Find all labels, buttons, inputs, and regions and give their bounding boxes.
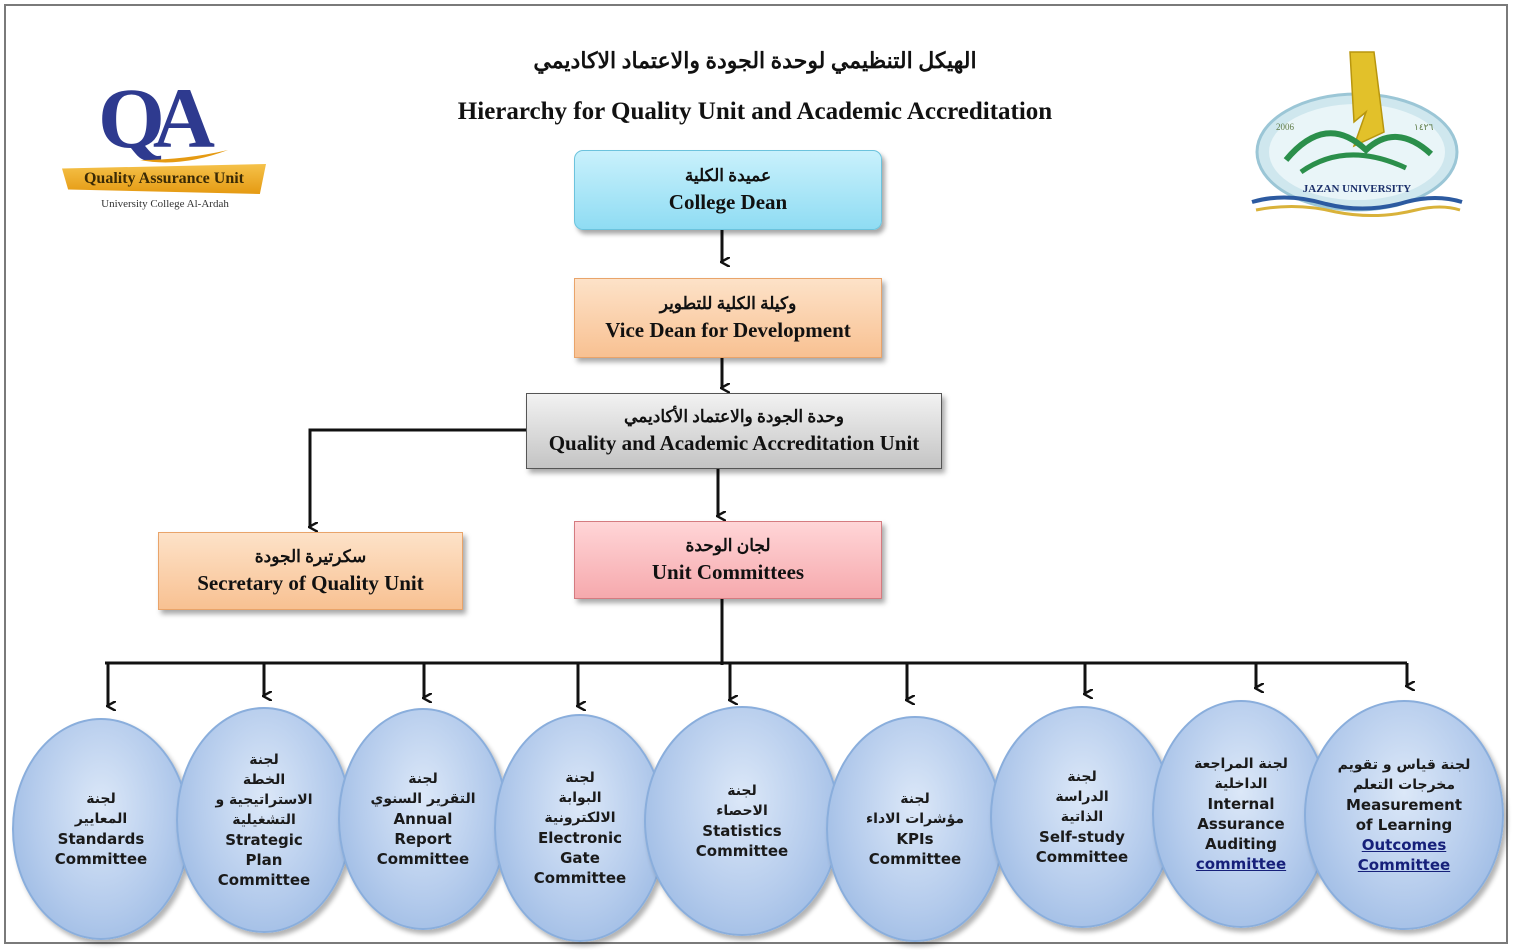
- committee-label-ar2: الداخلية: [1214, 776, 1268, 792]
- jazan-year-right: ١٤٢٦: [1414, 123, 1434, 133]
- committee-label-ar2: المعايير: [74, 811, 128, 827]
- node-secretary: سكرتيرة الجودة Secretary of Quality Unit: [158, 532, 463, 610]
- committee-label-en1: Self-study: [1039, 828, 1125, 846]
- committee-label-en1: KPIs: [896, 830, 934, 848]
- committee-label-ar1: لجنة: [249, 752, 279, 768]
- committee-label-ar2: الاحصاء: [716, 803, 768, 819]
- node-vice-dean-en: Vice Dean for Development: [605, 318, 851, 342]
- committee-label-ar1: لجنة: [86, 791, 116, 807]
- title-arabic: الهيكل التنظيمي لوحدة الجودة والاعتماد ا…: [533, 48, 977, 73]
- committee-learning-outcomes: لجنة قياس و تقويم مخرجات التعلم Measurem…: [1304, 700, 1504, 930]
- jazan-sail-icon: [1349, 51, 1385, 148]
- committee-label-en2: Committee: [54, 850, 148, 868]
- committee-label-ar1: لجنة: [1067, 769, 1097, 785]
- committee-label-ar2: الدراسة الذاتية: [1055, 789, 1109, 825]
- arrow-qa-to-secretary: [310, 428, 526, 527]
- jazan-year-left: 2006: [1276, 122, 1295, 132]
- committee-label-ar1: لجنة المراجعة: [1194, 756, 1288, 772]
- node-secretary-ar: سكرتيرة الجودة: [254, 547, 367, 566]
- committee-label-ar2: مخرجات التعلم: [1352, 777, 1456, 793]
- qa-swoosh-icon: [140, 150, 228, 163]
- committee-label-ar2: التقرير السنوي: [370, 791, 476, 807]
- committee-statistics: لجنة الاحصاء Statistics Committee: [644, 706, 840, 936]
- committee-label-ar2: مؤشرات الاداء: [865, 811, 965, 827]
- node-quality-unit: وحدة الجودة والاعتماد الأكاديمي Quality …: [526, 393, 942, 469]
- committee-label-en2: Plan: [245, 851, 283, 869]
- committee-label-ar2: الخطة الاستراتيجية و التشغيلية: [215, 772, 313, 828]
- committee-label-en1: Statistics: [702, 822, 782, 840]
- committee-label-en1: Annual: [393, 810, 453, 828]
- qa-logo-subtitle: University College Al-Ardah: [101, 198, 229, 210]
- quality-assurance-logo: QA Quality Assurance Unit University Col…: [60, 68, 270, 218]
- title-english: Hierarchy for Quality Unit and Academic …: [457, 98, 1053, 125]
- committee-label-en3: committee: [1195, 855, 1287, 873]
- node-quality-unit-en: Quality and Academic Accreditation Unit: [548, 431, 920, 455]
- qa-logo-letters: QA: [98, 70, 215, 166]
- qa-logo-banner: Quality Assurance Unit: [62, 164, 266, 194]
- committee-label-en2: Committee: [695, 842, 789, 860]
- committee-label-en3: Committee: [376, 850, 470, 868]
- committee-label-ar2: البوابة الالكترونية: [544, 790, 616, 826]
- committee-label-en3: Committee: [533, 869, 627, 887]
- committee-label-en2: Report: [394, 830, 452, 848]
- committee-label-en2: Committee: [868, 850, 962, 868]
- node-unit-committees-en: Unit Committees: [651, 560, 805, 584]
- node-college-dean-en: College Dean: [668, 190, 788, 214]
- committee-label-ar1: لجنة: [565, 770, 595, 786]
- committee-label-en3: Committee: [217, 871, 311, 889]
- committee-standards: لجنة المعايير Standards Committee: [12, 718, 190, 940]
- committee-label-en1: Internal: [1207, 795, 1275, 813]
- committee-strategic-plan: لجنة الخطة الاستراتيجية و التشغيلية Stra…: [176, 707, 352, 933]
- committee-self-study: لجنة الدراسة الذاتية Self-study Committe…: [990, 706, 1174, 928]
- committee-kpis: لجنة مؤشرات الاداء KPIs Committee: [826, 716, 1004, 942]
- committee-annual-report: لجنة التقرير السنوي Annual Report Commit…: [338, 708, 508, 930]
- node-vice-dean: وكيلة الكلية للتطوير Vice Dean for Devel…: [574, 278, 882, 358]
- page-frame: [4, 4, 1508, 944]
- committee-label-en1: Strategic: [225, 831, 303, 849]
- node-unit-committees-ar: لجان الوحدة: [685, 536, 771, 555]
- committee-label-ar1: لجنة: [408, 771, 438, 787]
- node-vice-dean-ar: وكيلة الكلية للتطوير: [659, 294, 797, 313]
- committee-label-en1: Measurement: [1345, 796, 1463, 814]
- committee-label-ar1: لجنة: [900, 791, 930, 807]
- committee-electronic-gate: لجنة البوابة الالكترونية Electronic Gate…: [494, 714, 666, 942]
- committee-label-en2: of Learning: [1355, 816, 1453, 834]
- committee-label-en2: Committee: [1035, 848, 1129, 866]
- committee-label-en2: Gate: [560, 849, 600, 867]
- committee-label-ar1: لجنة قياس و تقويم: [1337, 757, 1471, 773]
- committee-label-ar1: لجنة: [727, 783, 757, 799]
- jazan-name: JAZAN UNIVERSITY: [1303, 183, 1412, 195]
- node-college-dean-ar: عميدة الكلية: [684, 166, 772, 185]
- committee-label-en3: Outcomes Committee: [1357, 836, 1451, 874]
- node-secretary-en: Secretary of Quality Unit: [197, 571, 424, 595]
- committee-label-en1: Standards: [57, 830, 145, 848]
- node-quality-unit-ar: وحدة الجودة والاعتماد الأكاديمي: [624, 407, 844, 426]
- node-college-dean: عميدة الكلية College Dean: [574, 150, 882, 230]
- committee-label-en2: Assurance Auditing: [1197, 815, 1285, 853]
- node-unit-committees: لجان الوحدة Unit Committees: [574, 521, 882, 599]
- committee-label-en1: Electronic: [537, 829, 623, 847]
- jazan-university-logo: 2006 ١٤٢٦ JAZAN UNIVERSITY: [1251, 51, 1463, 218]
- committee-internal-auditing: لجنة المراجعة الداخلية Internal Assuranc…: [1152, 700, 1330, 928]
